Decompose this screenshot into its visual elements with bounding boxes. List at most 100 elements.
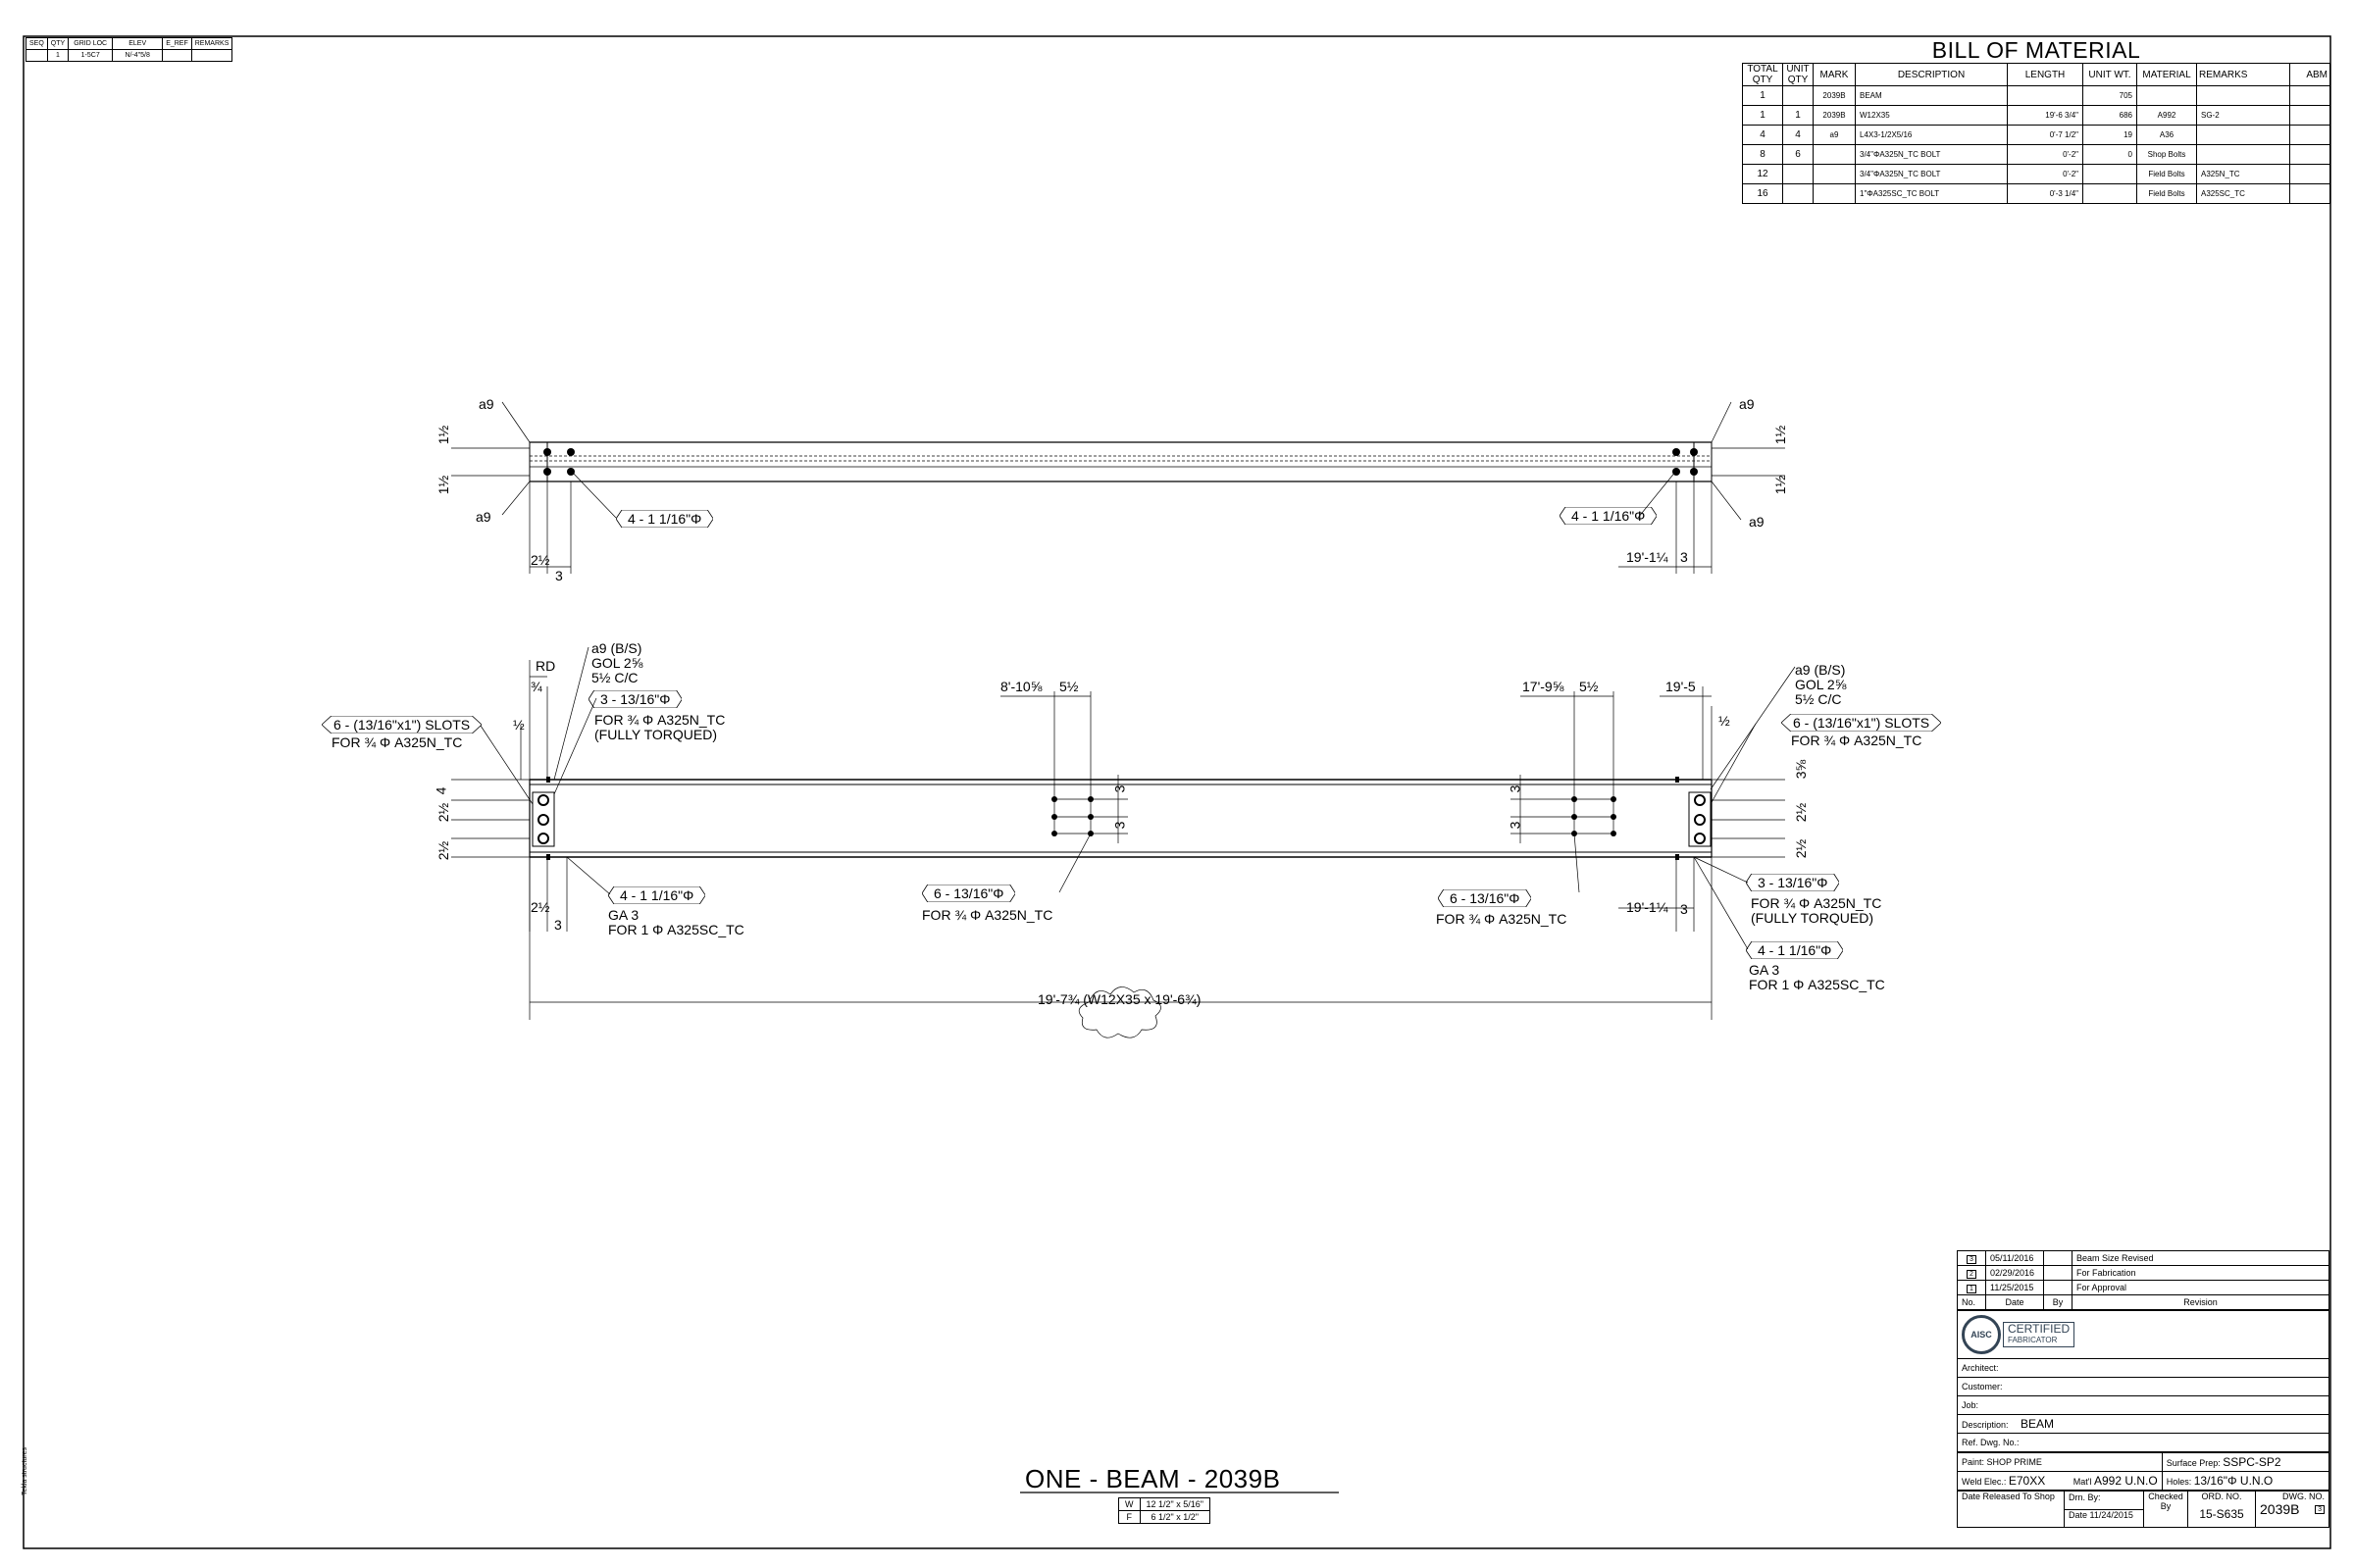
bom-cell: 4 <box>1742 125 1783 145</box>
note-line: GA 3 <box>1749 962 1780 978</box>
elev-dim: 3 <box>1680 901 1688 917</box>
matl-label: Mat'l <box>2073 1477 2092 1487</box>
rev-date: 11/25/2015 <box>1985 1280 2044 1295</box>
bom-cell <box>1813 144 1856 165</box>
elev-right-vdim: 3⅝ <box>1793 759 1810 780</box>
bom-cell: A325N_TC <box>2196 164 2290 184</box>
note-line: 5½ C/C <box>591 670 639 685</box>
note-line: FOR 1 Φ A325SC_TC <box>1749 977 1885 992</box>
elev-mid2-tag: 6 - 13/16"Φ <box>1438 890 1531 906</box>
bom-cell <box>2007 85 2083 106</box>
checked-field: Checked By <box>2143 1491 2188 1528</box>
bom-cell <box>1782 183 1814 204</box>
logo-cell: AISC CERTIFIED FABRICATOR <box>1957 1310 2329 1359</box>
elev-left-bolt-note: FOR ¾ Φ A325N_TC (FULLY TORQUED) <box>594 713 725 742</box>
bom-cell: SG-2 <box>2196 105 2290 126</box>
drawn-date: Date 11/24/2015 <box>2065 1510 2143 1527</box>
holes-field: Holes: 13/16"Φ U.N.O <box>2161 1471 2330 1491</box>
rev-by <box>2043 1250 2073 1266</box>
plan-hole-tag-left-text: 4 - 1 1/16"Φ <box>628 511 702 527</box>
note-line: FOR ¾ Φ A325N_TC <box>594 712 726 728</box>
elev-mid1-vdim: 3 <box>1111 784 1128 793</box>
date-label: Date <box>2069 1509 2088 1520</box>
paint-label: Paint: <box>1962 1457 1985 1467</box>
note-line: 5½ C/C <box>1795 691 1842 707</box>
elev-dim: 3 <box>554 917 562 933</box>
revision-header-row: No. Date By Revision <box>1957 1294 2329 1310</box>
note-line: FOR ¾ Φ A325N_TC <box>1751 895 1882 911</box>
elev-left-vdim: 2½ <box>435 840 452 861</box>
dwg-label: DWG. NO. <box>2282 1492 2325 1501</box>
plan-dim: 1½ <box>1772 425 1789 445</box>
elev-right-bolt-note: FOR ¾ Φ A325N_TC (FULLY TORQUED) <box>1751 896 1881 926</box>
bom-cell: 2039B <box>1813 105 1856 126</box>
bom-row: 16 1"ΦA325SC_TC BOLT 0'-3 1/4" Field Bol… <box>1742 183 2330 204</box>
bom-table: TOTAL QTY UNIT QTY MARK DESCRIPTION LENG… <box>1742 63 2330 204</box>
bom-cell: Shop Bolts <box>2136 144 2197 165</box>
elev-left-bolt-tag-text: 3 - 13/16"Φ <box>600 691 671 707</box>
title-block: 3 05/11/2016 Beam Size Revised 2 02/29/2… <box>1957 1250 2330 1528</box>
bom-cell <box>2082 164 2137 184</box>
weld-field: Weld Elec.: E70XX Mat'l A992 U.N.O <box>1957 1471 2163 1491</box>
bom-cell: A36 <box>2136 125 2197 145</box>
seq-header: ELEV <box>112 37 164 50</box>
elev-left-bottom-tag: 4 - 1 1/16"Φ <box>608 887 705 903</box>
title-block-specs: Paint: SHOP PRIME Surface Prep: SSPC-SP2… <box>1957 1452 2330 1491</box>
seq-header: E_REF <box>162 37 192 50</box>
plan-dim: 1½ <box>1772 475 1789 495</box>
customer-field: Customer: <box>1957 1377 2329 1396</box>
bom-cell <box>2289 183 2330 204</box>
bom-row: 12 3/4"ΦA325N_TC BOLT 0'-2" Field Bolts … <box>1742 164 2330 184</box>
bom-cell: 3/4"ΦA325N_TC BOLT <box>1855 144 2008 165</box>
note-line: GA 3 <box>608 907 640 923</box>
bom-cell: 1"ΦA325SC_TC BOLT <box>1855 183 2008 204</box>
title-block-fields: AISC CERTIFIED FABRICATOR Architect: Cus… <box>1957 1310 2329 1452</box>
rev-header: Revision <box>2072 1294 2329 1310</box>
rev-no-icon: 1 <box>1957 1280 1986 1295</box>
plan-view-bolts <box>543 448 1698 476</box>
surface-value: SSPC-SP2 <box>2223 1455 2281 1469</box>
elev-mid1-tag-text: 6 - 13/16"Φ <box>934 885 1004 901</box>
bom-cell <box>2289 125 2330 145</box>
bom-cell: 0'-7 1/2" <box>2007 125 2083 145</box>
elev-dim: 19'-1¼ <box>1626 899 1668 915</box>
bom-cell: 3/4"ΦA325N_TC BOLT <box>1855 164 2008 184</box>
elev-dim: 2½ <box>531 899 550 915</box>
weld-label: Weld Elec.: <box>1962 1477 2007 1487</box>
bom-cell <box>2289 144 2330 165</box>
paint-value: SHOP PRIME <box>1986 1457 2042 1467</box>
elev-right-bolt-tag-text: 3 - 13/16"Φ <box>1758 875 1828 890</box>
elevation-view-bolts <box>537 777 1706 860</box>
bill-of-material: BILL OF MATERIAL TOTAL QTY UNIT QTY MARK… <box>1742 37 2330 204</box>
bom-cell: 6 <box>1782 144 1814 165</box>
bom-row: 8 6 3/4"ΦA325N_TC BOLT 0'-2" 0 Shop Bolt… <box>1742 144 2330 165</box>
overall-dim: 19'-7¾ (W12X35 x 19'-6¾) <box>1038 991 1202 1007</box>
size-key: W <box>1118 1497 1141 1511</box>
note-line: a9 (B/S) <box>591 640 642 656</box>
elev-mid1-vdim: 3 <box>1111 821 1128 830</box>
bom-cell <box>1813 183 1856 204</box>
elev-right-slot-note: FOR ¾ Φ A325N_TC <box>1791 733 1922 748</box>
holes-label: Holes: <box>2166 1477 2192 1487</box>
bom-header-row: TOTAL QTY UNIT QTY MARK DESCRIPTION LENG… <box>1742 63 2330 86</box>
elev-mid2-tag-text: 6 - 13/16"Φ <box>1450 890 1520 906</box>
title-block-footer: Date Released To Shop Drn. By: Date 11/2… <box>1957 1491 2329 1528</box>
bom-cell: 0 <box>2082 144 2137 165</box>
elev-right-vdim: 2½ <box>1793 802 1810 823</box>
rev-date: 02/29/2016 <box>1985 1265 2044 1281</box>
plan-view-beam <box>451 401 1785 574</box>
elev-mid1-dim: 5½ <box>1059 679 1079 694</box>
bom-cell: 0'-2" <box>2007 164 2083 184</box>
side-note: Tekla structures <box>22 1446 28 1495</box>
plan-hole-tag-left: 4 - 1 1/16"Φ <box>616 511 713 527</box>
revision-triangle-icon: 3 <box>2315 1504 2325 1514</box>
section-size-table: W 12 1/2" x 5/16" F 6 1/2" x 1/2" <box>1118 1497 1210 1524</box>
elev-rd-dim: ¾ <box>531 679 542 694</box>
bom-cell: 16 <box>1742 183 1783 204</box>
plan-mark-left-top: a9 <box>479 396 494 412</box>
size-key: F <box>1118 1510 1141 1524</box>
bom-cell <box>2136 85 2197 106</box>
seq-header: REMARKS <box>190 37 233 50</box>
drawing-title: ONE - BEAM - 2039B <box>1025 1464 1281 1493</box>
